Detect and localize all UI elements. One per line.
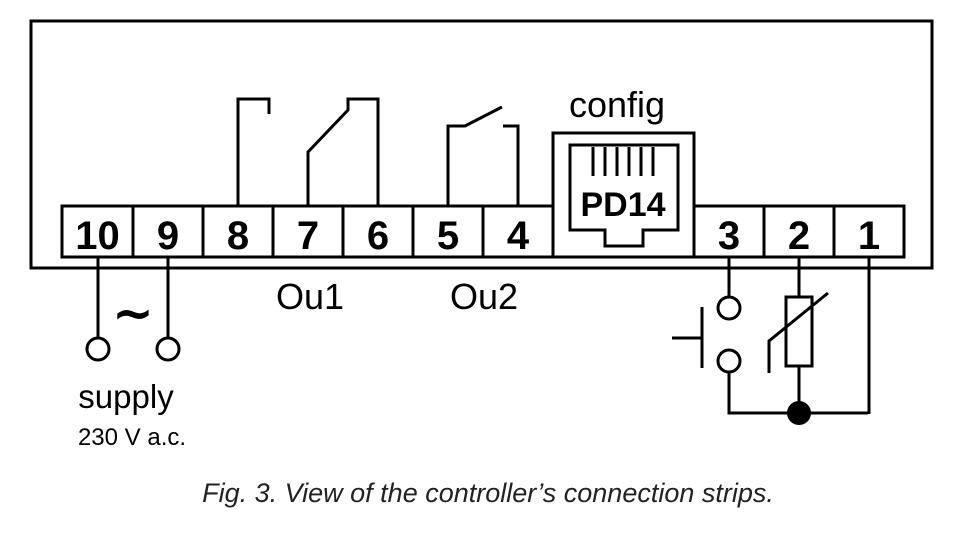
- terminal-number: 3: [718, 214, 740, 258]
- terminal-number: 1: [858, 214, 880, 258]
- junction-dot: [787, 401, 811, 425]
- terminal-number: 10: [75, 214, 120, 258]
- figure-caption: Fig. 3. View of the controller’s connect…: [202, 478, 774, 508]
- supply-voltage: 230 V a.c.: [78, 424, 186, 451]
- terminal-6: [341, 204, 415, 259]
- config-label: config: [569, 84, 665, 125]
- output-ou1-label: Ou1: [276, 276, 344, 317]
- terminal-4: [481, 204, 555, 259]
- terminal-number: 5: [437, 214, 459, 258]
- supply-label: supply: [78, 378, 174, 415]
- terminal-number: 2: [788, 214, 810, 258]
- relay-ou1-symbol: [236, 97, 380, 206]
- port-label: PD14: [580, 186, 665, 224]
- pushbutton-symbol: [672, 257, 868, 415]
- terminal-5: [411, 204, 485, 259]
- supply-wiring: [85, 257, 181, 362]
- terminal-3: [692, 204, 766, 259]
- terminal-number: 6: [367, 214, 389, 258]
- controller-housing: [29, 19, 934, 270]
- terminal-number: 8: [227, 214, 249, 258]
- supply-terminal-right: [155, 336, 181, 362]
- thermistor-sensor-symbol: [767, 257, 829, 425]
- relay-ou2-symbol: [446, 105, 520, 206]
- terminal-number: 4: [507, 214, 530, 258]
- terminal-8: [201, 204, 275, 259]
- terminal-number: 7: [297, 214, 319, 258]
- terminal-number: 9: [157, 214, 179, 258]
- supply-terminal-left: [85, 336, 111, 362]
- config-port-pd14: PD14: [551, 131, 696, 259]
- output-ou2-label: Ou2: [450, 276, 518, 317]
- terminal-strip: 10 9 8 7 6 5 4 3 2 1: [60, 204, 906, 259]
- ac-symbol: ~: [112, 284, 154, 342]
